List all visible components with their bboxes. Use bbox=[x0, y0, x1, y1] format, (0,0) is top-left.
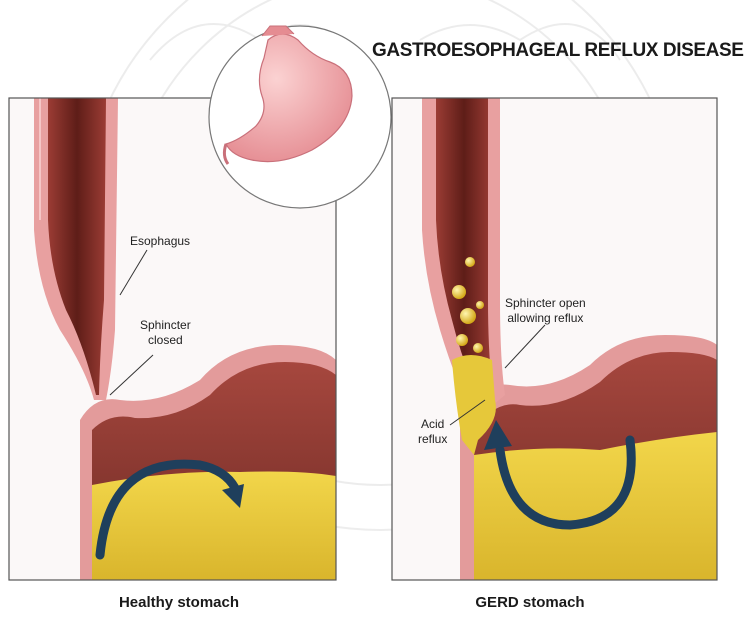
sphincter-label-line1: Sphincter bbox=[140, 318, 191, 333]
healthy-stomach-caption: Healthy stomach bbox=[104, 594, 254, 611]
sphincter-open-line2: allowing reflux bbox=[505, 311, 586, 326]
sphincter-label-line2: closed bbox=[140, 333, 191, 348]
esophagus-label: Esophagus bbox=[130, 234, 190, 249]
acid-bubble bbox=[465, 257, 475, 267]
sphincter-closed-label: Sphincter closed bbox=[140, 318, 191, 348]
sphincter-open-line1: Sphincter open bbox=[505, 296, 586, 311]
stomach-inset bbox=[209, 26, 391, 208]
stomach-contents bbox=[474, 432, 717, 580]
gerd-stomach-panel bbox=[392, 98, 717, 580]
acid-reflux-label: Acid reflux bbox=[418, 417, 447, 447]
acid-bubble bbox=[460, 308, 476, 324]
gerd-stomach-caption: GERD stomach bbox=[455, 594, 605, 611]
acid-label-line1: Acid bbox=[418, 417, 447, 432]
acid-bubble bbox=[456, 334, 468, 346]
diagram-title: GASTROESOPHAGEAL REFLUX DISEASE bbox=[372, 40, 748, 62]
acid-bubble bbox=[476, 301, 484, 309]
acid-bubble bbox=[473, 343, 483, 353]
sphincter-open-label: Sphincter open allowing reflux bbox=[505, 296, 586, 326]
acid-bubble bbox=[452, 285, 466, 299]
acid-label-line2: reflux bbox=[418, 432, 447, 447]
